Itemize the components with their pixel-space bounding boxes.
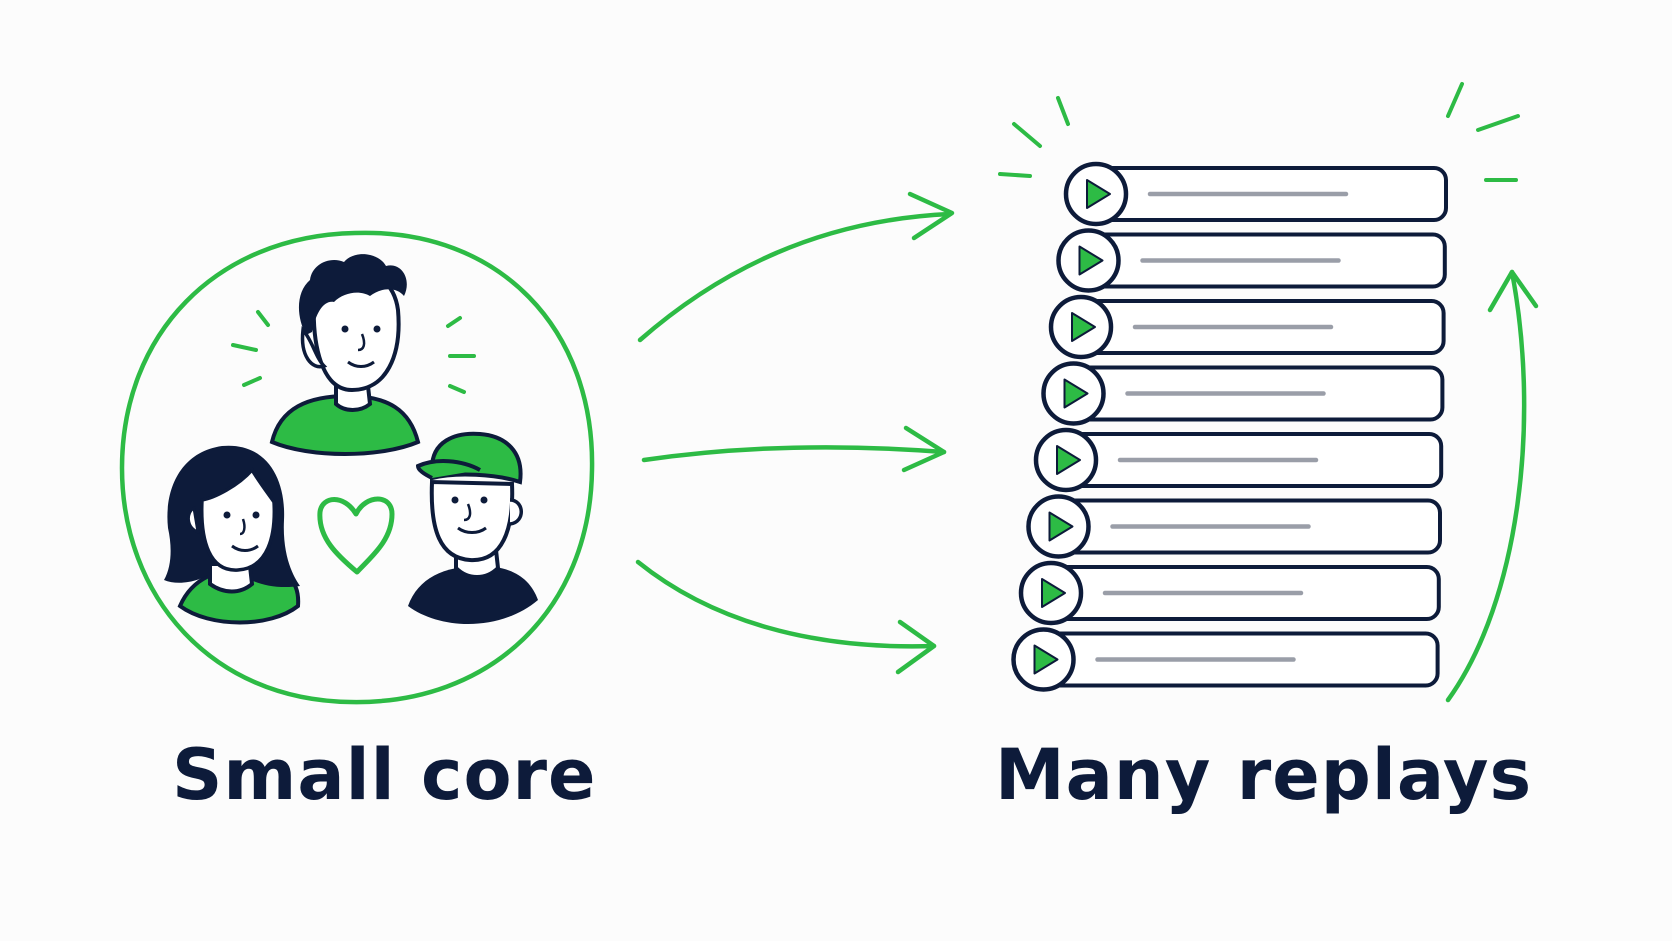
replay-item[interactable] (1048, 294, 1446, 360)
replay-item[interactable] (1041, 361, 1445, 426)
arrow-top (637, 211, 953, 343)
play-icon (1033, 644, 1059, 675)
sparkle-marks-left (231, 310, 476, 394)
core-group (119, 230, 595, 705)
play-icon (1063, 378, 1089, 409)
arrow-bottom (635, 559, 937, 649)
replay-stack (1011, 161, 1448, 692)
replay-item[interactable] (1011, 627, 1440, 692)
play-icon (1086, 179, 1111, 209)
arrow-top-head (907, 191, 955, 241)
person-long-hair (164, 445, 301, 625)
replay-item[interactable] (1033, 427, 1444, 493)
play-icon (1078, 245, 1104, 276)
play-icon (1048, 511, 1074, 542)
arrow-up-icon (1445, 269, 1539, 703)
sparkle-marks-right (998, 82, 1520, 182)
heart-icon (317, 496, 395, 575)
person-curly-hair (269, 254, 421, 456)
arrow-middle (641, 445, 947, 463)
play-icon (1056, 445, 1081, 475)
core-circle (119, 230, 595, 705)
label-many-replays: Many replays (995, 734, 1533, 816)
replay-item[interactable] (1063, 161, 1448, 227)
play-icon (1041, 578, 1066, 608)
replay-item[interactable] (1026, 494, 1442, 559)
play-icon (1071, 312, 1096, 342)
arrow-middle-head (901, 425, 947, 473)
replay-item[interactable] (1018, 560, 1441, 626)
replay-item[interactable] (1056, 228, 1447, 293)
label-small-core: Small core (172, 734, 597, 816)
connector-arrows (635, 191, 955, 675)
arrow-bottom-head (895, 619, 937, 675)
person-cap (408, 431, 538, 625)
